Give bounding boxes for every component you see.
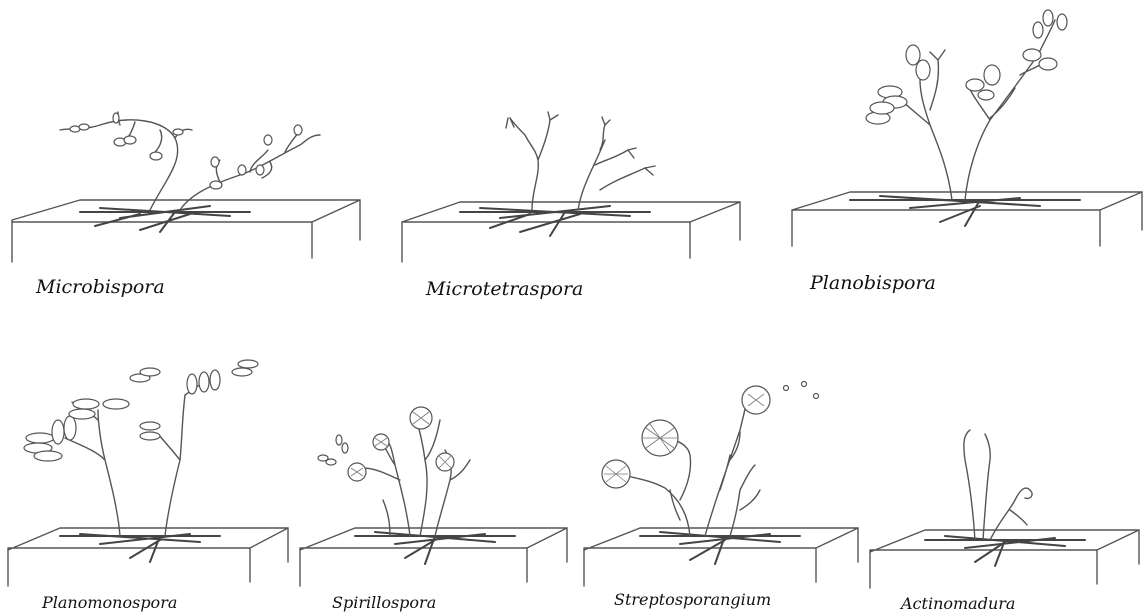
panel-planobispora: Planobispora — [780, 0, 1144, 310]
panel-microbispora: Microbispora — [0, 0, 380, 310]
panel-spirillospora: Spirillospora — [295, 350, 580, 616]
microbispora-drawing — [0, 0, 380, 310]
spirillospora-drawing — [295, 350, 580, 616]
label-microtetraspora: Microtetraspora — [426, 278, 583, 300]
label-planomonospora: Planomonospora — [42, 593, 177, 612]
microtetraspora-drawing — [390, 0, 770, 310]
planomonospora-drawing — [0, 350, 290, 616]
label-microbispora: Microbispora — [36, 276, 165, 298]
label-planobispora: Planobispora — [810, 272, 936, 294]
panel-planomonospora: Planomonospora — [0, 350, 290, 616]
label-streptosporangium: Streptosporangium — [614, 590, 771, 609]
panel-microtetraspora: Microtetraspora — [390, 0, 770, 310]
panel-actinomadura: Actinomadura — [865, 350, 1144, 616]
label-spirillospora: Spirillospora — [332, 593, 436, 612]
planobispora-drawing — [780, 0, 1144, 310]
panel-streptosporangium: Streptosporangium — [580, 350, 865, 616]
label-actinomadura: Actinomadura — [901, 594, 1015, 613]
streptosporangium-drawing — [580, 350, 865, 616]
actinomadura-drawing — [865, 350, 1144, 616]
